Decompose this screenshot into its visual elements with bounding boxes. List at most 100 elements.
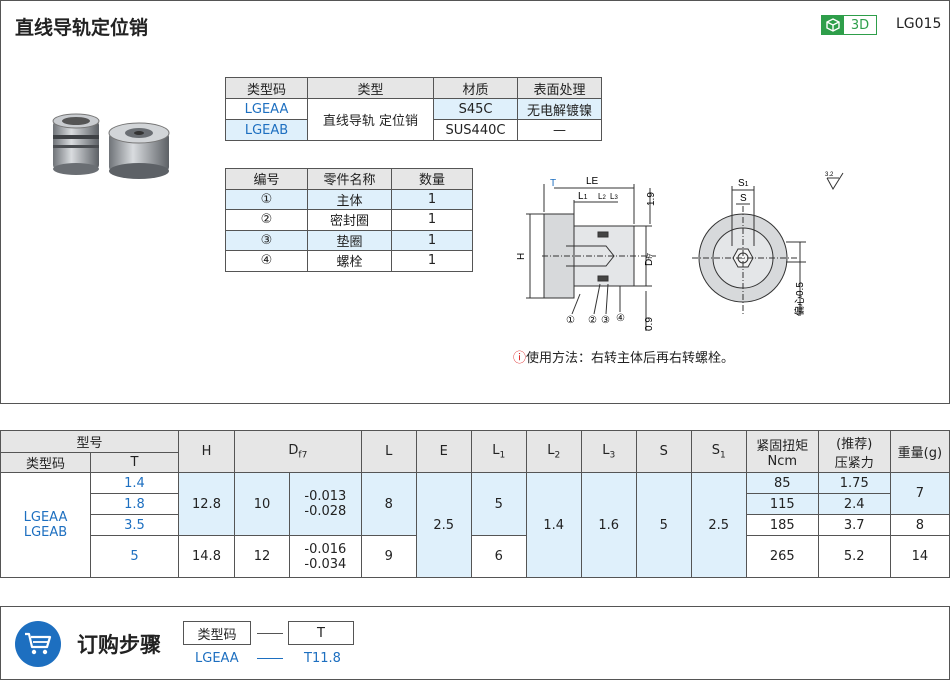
part-no-cell: ④ [225,250,308,272]
material-cell: S45C [433,98,518,120]
col-L: L [360,430,417,473]
col-T: T [90,452,179,473]
col-L1: L1 [470,430,527,473]
part-qty-cell: 1 [391,229,473,251]
part-name-cell: 螺栓 [307,250,392,272]
usage-text: 使用方法：右转主体后再右转螺栓。 [526,351,735,366]
L-cell: 9 [360,535,417,578]
col-E: E [415,430,472,473]
L1-cell: 6 [470,535,527,578]
col-type-code: 类型码 [225,77,308,99]
col-finish: 表面处理 [517,77,602,99]
col-press: (推荐)压紧力 [817,430,891,473]
weight-cell: 14 [889,535,950,578]
torque-cell: 115 [745,493,819,515]
page-title: 直线导轨定位销 [15,17,149,39]
part-name-cell: 垫圈 [307,229,392,251]
dim-S: S [740,193,747,204]
type-table: 类型码 类型 材质 表面处理 LGEAA 直线导轨 定位销 S45C 无电解镀镍… [225,77,602,141]
tolerance-cell: -0.016-0.034 [289,535,362,578]
E-cell: 2.5 [415,472,472,578]
type-cell: 直线导轨 定位销 [307,98,434,141]
roughness-value: 3.2 [825,172,834,178]
dim-L3: L3 [610,192,618,201]
col-type-code: 类型码 [0,452,91,473]
part-no-cell: ③ [225,229,308,251]
part-no-cell: ① [225,188,308,210]
col-weight: 重量(g) [889,430,950,473]
part-no-cell: ② [225,209,308,231]
callout-1: ① [566,315,575,326]
weight-cell: 8 [889,514,950,536]
3d-label: 3D [850,17,870,33]
side-view [526,184,656,331]
col-D: Df7 [234,430,362,473]
L3-cell: 1.6 [580,472,637,578]
order-value-separator [257,658,283,659]
callout-2: ② [588,315,597,326]
torque-cell: 85 [745,472,819,494]
part-qty-cell: 1 [391,209,473,231]
order-separator [257,633,283,634]
product-code: LG015 [896,16,942,32]
order-title: 订购步骤 [77,633,161,657]
torque-cell: 185 [745,514,819,536]
order-panel: 订购步骤 类型码 T LGEAA T11.8 [0,606,950,680]
info-icon: ⓘ [513,351,527,366]
col-material: 材质 [433,77,518,99]
T-cell: 1.8 [90,493,179,515]
callout-4: ④ [616,313,625,324]
dim-T: T [550,178,556,189]
finish-cell: — [517,119,602,141]
col-model: 型号 [0,430,179,453]
part-qty-cell: 1 [391,188,473,210]
dim-1-9: 1.9 [646,192,657,206]
dim-LE: LE [586,176,599,187]
dim-L2: L2 [598,192,606,201]
type-code-cell: LGEAA [225,98,308,120]
usage-note: ⓘ使用方法：右转主体后再右转螺栓。 [513,347,734,366]
press-cell: 5.2 [817,535,891,578]
type-code-cell: LGEAB [225,119,308,141]
col-S1: S1 [690,430,747,473]
T-cell: 3.5 [90,514,179,536]
product-photo [41,107,181,191]
dim-H: H [516,253,527,260]
part-name-cell: 密封圈 [307,209,392,231]
part-name-cell: 主体 [307,188,392,210]
order-box-T: T [288,621,354,645]
order-box-type-code: 类型码 [183,621,251,645]
col-L2: L2 [525,430,582,473]
finish-cell: 无电解镀镍 [517,98,602,120]
torque-cell: 265 [745,535,819,578]
dim-eccentric: 偏心0.5 [793,282,806,316]
col-S: S [635,430,692,473]
dim-0-9: 0.9 [644,317,655,331]
col-type: 类型 [307,77,434,99]
L1-cell: 5 [470,472,527,536]
press-cell: 2.4 [817,493,891,515]
col-qty: 数量 [391,168,473,190]
T-cell: 5 [90,535,179,578]
technical-drawing: T LE L1 L2 L3 1.9 H Df7 0.9 ① ② ③ ④ [506,166,826,340]
surface-roughness: 3.2 [823,169,847,195]
col-H: H [178,430,235,473]
order-value-type-code: LGEAA [195,651,239,666]
tolerance-cell: -0.013-0.028 [289,472,362,536]
order-value-T: T11.8 [304,651,341,666]
press-cell: 3.7 [817,514,891,536]
product-panel: 直线导轨定位销 3D LG015 类型 [0,0,950,404]
3d-button[interactable]: 3D [821,15,877,35]
dim-S1: S1 [738,178,749,189]
L2-cell: 1.4 [525,472,582,578]
part-qty-cell: 1 [391,250,473,272]
dim-D: Df7 [644,253,655,266]
cart-icon [15,621,61,667]
end-view [692,186,806,316]
material-cell: SUS440C [433,119,518,141]
dim-L1: L1 [578,191,588,202]
T-cell: 1.4 [90,472,179,494]
